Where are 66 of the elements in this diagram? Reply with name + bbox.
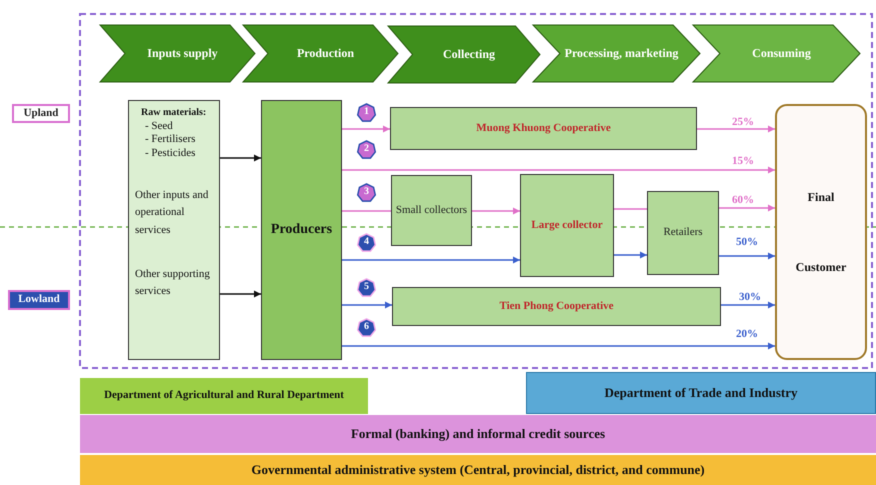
connector-line: [342, 210, 391, 212]
arrow: [719, 204, 775, 212]
stage-label: Collecting: [443, 47, 495, 62]
edge-label: 20%: [735, 328, 759, 340]
arrow: [342, 166, 775, 174]
band-label: Department of Agricultural and Rural Department: [104, 389, 344, 403]
node-label: Large collector: [531, 218, 603, 232]
node-label: Customer: [796, 260, 846, 274]
inputs-box: [128, 100, 220, 360]
region-label: Upland: [24, 106, 58, 120]
institution-band: [526, 372, 876, 414]
node-label: - Pesticides: [145, 147, 196, 161]
stage-label: Production: [296, 46, 354, 61]
institution-band: [80, 455, 876, 485]
stage-label: Inputs supply: [147, 46, 218, 61]
institution-band: [80, 378, 368, 414]
node-label: Muong Khuong Cooperative: [476, 122, 611, 136]
channel-number: 4: [364, 236, 369, 249]
node-label: Retailers: [663, 226, 703, 240]
stage-label: Consuming: [752, 46, 811, 61]
node-label: - Fertilisers: [145, 133, 196, 147]
edge-label: 25%: [731, 116, 755, 128]
region-tag: [12, 104, 70, 123]
band-label: Department of Trade and Industry: [604, 384, 798, 402]
node-label: Final: [808, 190, 834, 204]
institution-band: [80, 415, 876, 453]
arrow: [220, 154, 261, 162]
arrow: [472, 208, 520, 214]
arrow: [721, 302, 775, 308]
node-label: Producers: [270, 221, 332, 239]
channel-number: 5: [364, 281, 369, 294]
node-label: Other inputs and operational services: [135, 188, 210, 238]
actor-box: [647, 191, 719, 275]
band-label: Formal (banking) and informal credit sources: [350, 426, 606, 442]
edge-label: 30%: [738, 291, 762, 303]
edge-label: 60%: [731, 194, 755, 206]
arrow: [719, 252, 775, 260]
node-label: Raw materials:: [141, 107, 206, 120]
channel-number: 3: [364, 186, 369, 199]
actor-box: [392, 287, 721, 326]
arrow: [220, 290, 261, 298]
channel-number: 2: [364, 143, 369, 156]
actor-box: [390, 107, 697, 150]
band-label: Governmental administrative system (Central, provincial, district, and commune): [251, 462, 705, 478]
arrow: [342, 126, 390, 132]
region-label: Lowland: [18, 293, 60, 307]
actor-box: [520, 174, 614, 277]
arrow: [614, 252, 647, 258]
node-label: Small collectors: [396, 204, 468, 218]
region-tag: [8, 290, 70, 310]
node-label: - Seed: [145, 120, 173, 134]
channel-number: 1: [364, 106, 369, 119]
arrow: [342, 342, 775, 350]
producers-box: [261, 100, 342, 360]
arrow: [697, 126, 775, 132]
connector-line: [614, 208, 647, 210]
actor-box: [391, 175, 472, 246]
customer-box: [775, 104, 867, 360]
stage-label: Processing, marketing: [564, 46, 678, 61]
channel-number: 6: [364, 321, 369, 334]
node-label: Tien Phong Cooperative: [499, 300, 614, 314]
edge-label: 50%: [735, 236, 759, 248]
arrow: [342, 302, 392, 308]
edge-label: 15%: [731, 155, 755, 167]
arrow: [342, 256, 520, 264]
node-label: Other supporting services: [135, 266, 211, 300]
